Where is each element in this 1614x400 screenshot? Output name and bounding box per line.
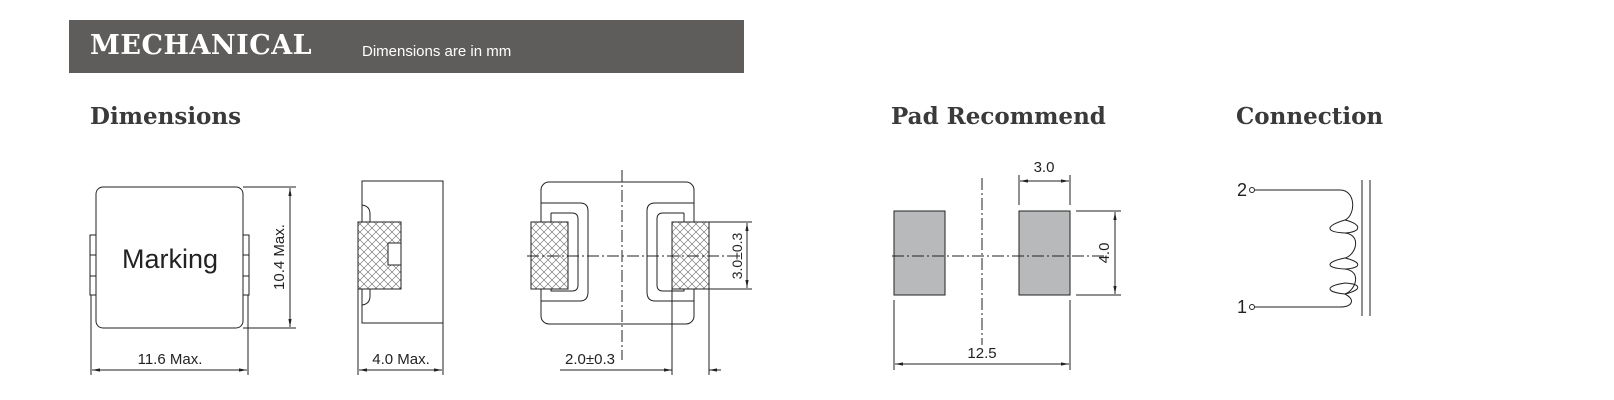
height-dimension-label: 10.4 Max. <box>271 224 288 290</box>
terminal-width-label: 2.0±0.3 <box>565 351 615 368</box>
terminal-height-label: 3.0±0.3 <box>729 232 745 279</box>
dimensions-heading: Dimensions <box>90 103 242 130</box>
pad-left <box>893 210 946 296</box>
pin-2-label: 2 <box>1237 180 1247 200</box>
width-dimension-label: 11.6 Max. <box>138 351 203 368</box>
pad-width-label: 3.0 <box>1034 159 1055 176</box>
pad-recommend-heading: Pad Recommend <box>891 103 1106 130</box>
section-header-bar: MECHANICAL Dimensions are in mm <box>69 20 744 73</box>
pad-right <box>1018 210 1071 296</box>
pad-layout: 3.0 4.0 12.5 <box>892 159 1121 370</box>
section-subtitle: Dimensions are in mm <box>362 43 512 60</box>
marking-text: Marking <box>122 244 218 274</box>
connection-heading: Connection <box>1236 103 1384 130</box>
pad-height-label: 4.0 <box>1096 243 1113 264</box>
depth-dimension-label: 4.0 Max. <box>372 351 430 368</box>
pad-span-label: 12.5 <box>967 345 996 362</box>
side-view: 4.0 Max. <box>357 180 444 375</box>
section-title: MECHANICAL <box>90 30 313 61</box>
inductor-schematic: 2 1 <box>1237 180 1371 317</box>
pin-1-label: 1 <box>1237 297 1247 317</box>
bottom-view: 3.0±0.3 2.0±0.3 <box>527 170 752 375</box>
top-view: Marking 10.4 Max. 11.6 Max. <box>89 186 296 375</box>
